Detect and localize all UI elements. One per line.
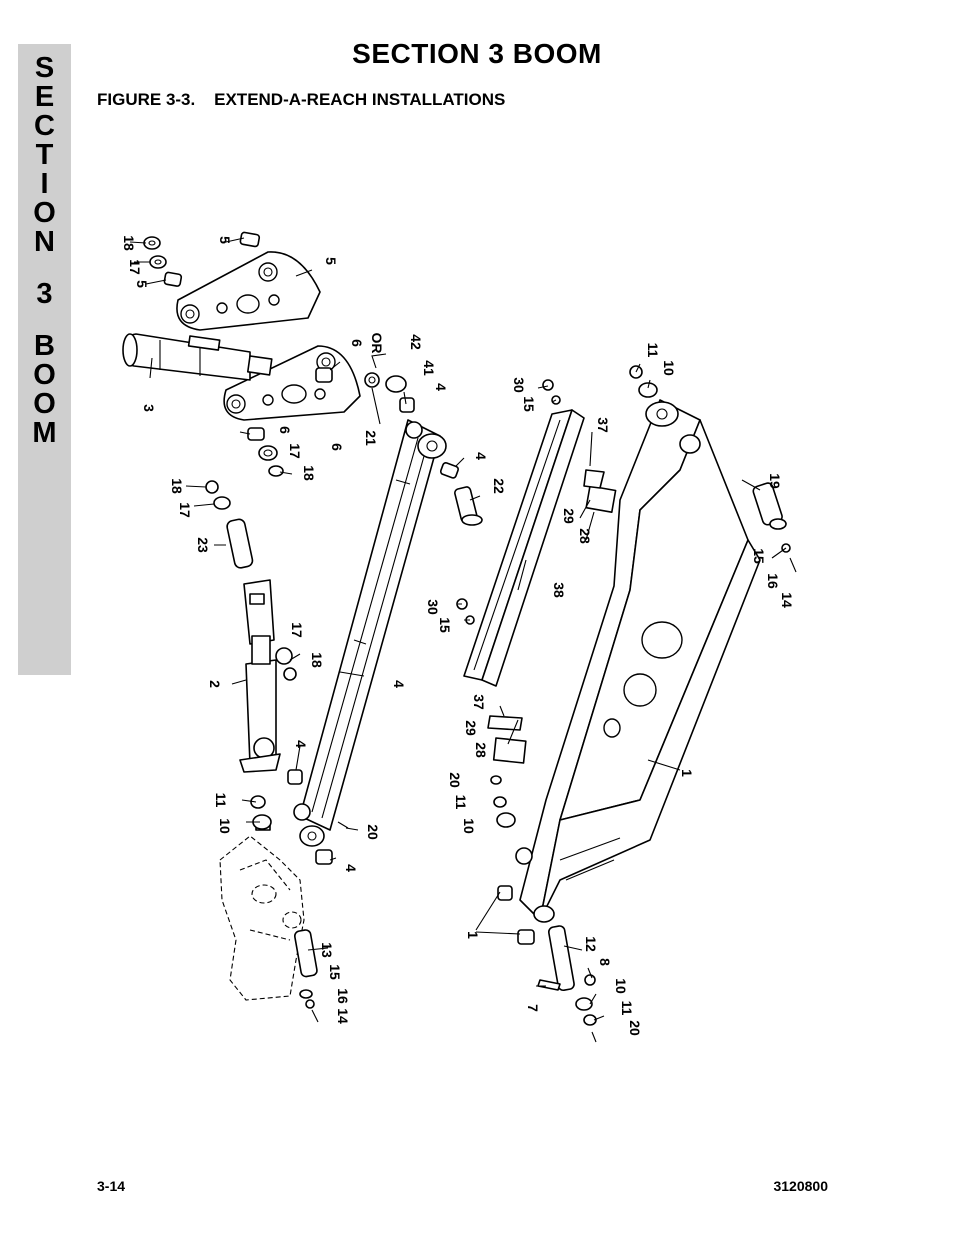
callout-label: 29 (561, 508, 577, 524)
callout-label: 37 (471, 694, 487, 710)
side-tab-letter: C (34, 110, 55, 142)
side-tab-letter: T (35, 139, 54, 171)
callout-label: 5 (217, 236, 233, 244)
callout-label: 10 (661, 360, 677, 376)
main-boom-item-1 (515, 399, 761, 923)
callout-label: 15 (437, 617, 453, 633)
document-number: 3120800 (773, 1178, 828, 1194)
channel-item-38 (463, 409, 585, 687)
callout-label: 15 (751, 548, 767, 564)
callout-label: 11 (213, 793, 229, 808)
side-tab-letter: B (34, 330, 55, 362)
callout-label: 14 (335, 1008, 351, 1024)
callout-label: 28 (577, 528, 593, 544)
callout-label: 18 (301, 465, 317, 481)
wear-pads (487, 469, 617, 764)
side-tab-letter: E (34, 81, 55, 113)
figure-title: FIGURE 3-3. EXTEND-A-REACH INSTALLATIONS (97, 90, 506, 109)
callout-label: OR (369, 333, 385, 354)
callout-label: 4 (343, 864, 359, 872)
callout-label: 17 (287, 443, 303, 459)
side-tab-letter: O (33, 359, 56, 391)
callout-label: 17 (177, 502, 193, 518)
callout-label: 11 (453, 795, 469, 810)
side-tab-letter: S (34, 52, 55, 84)
side-tab-letter: O (33, 388, 56, 420)
cylinder-item-3 (122, 333, 273, 381)
callout-label: 7 (525, 1004, 541, 1012)
callout-label: 12 (583, 936, 599, 952)
callout-label: 10 (461, 818, 477, 834)
callout-label: 1 (679, 769, 695, 777)
callout-label: 19 (767, 473, 783, 489)
leader-lines (129, 237, 787, 1021)
callout-label: 23 (195, 537, 211, 553)
callout-label: 22 (491, 478, 507, 494)
callout-label: 6 (329, 443, 345, 451)
callout-label: 10 (613, 978, 629, 994)
side-tab-letter: I (40, 168, 49, 200)
side-tab-letter: 3 (36, 278, 53, 310)
callout-label: 41 (421, 360, 437, 376)
callout-label: 29 (463, 720, 479, 736)
section-side-tab: S E C T I O N 3 B O O M (18, 44, 71, 675)
callout-label: 13 (319, 942, 335, 958)
callout-label: 1 (465, 931, 481, 939)
page-number: 3-14 (97, 1178, 126, 1194)
callout-label: 10 (217, 818, 233, 834)
callout-label: 20 (447, 772, 463, 788)
callout-label: 28 (473, 742, 489, 758)
callout-label: 38 (551, 582, 567, 598)
callout-label: 11 (619, 1001, 635, 1016)
callout-label: 15 (521, 396, 537, 412)
callout-label: 21 (363, 430, 379, 446)
callout-label: 14 (779, 592, 795, 608)
callout-label: 6 (349, 339, 365, 347)
callout-label: 5 (323, 257, 339, 265)
boom-arm-item-4 (293, 419, 447, 847)
callout-label: 20 (627, 1020, 643, 1036)
callout-label: 11 (645, 343, 661, 358)
callout-label: 8 (597, 958, 613, 966)
link-plate-upper (176, 251, 321, 331)
callout-label: 16 (765, 573, 781, 589)
callout-label: 30 (511, 377, 527, 393)
callout-label: 30 (425, 599, 441, 615)
callout-label: 2 (207, 680, 223, 688)
link-plate-lower (223, 345, 361, 421)
callout-label: 18 (169, 478, 185, 494)
callout-label: 18 (121, 235, 137, 251)
callout-label: 4 (293, 740, 309, 748)
page-title: SECTION 3 BOOM (352, 38, 602, 69)
side-tab-letter: O (33, 197, 56, 229)
callout-label: 42 (408, 334, 424, 350)
callout-label: 5 (134, 280, 150, 288)
pin-set-upper (143, 231, 415, 477)
callout-label: 3 (141, 404, 157, 412)
pin-items-22-23 (205, 462, 483, 569)
callout-label: 37 (595, 417, 611, 433)
callout-label: 6 (277, 426, 293, 434)
callout-label: 17 (127, 259, 143, 275)
callout-label: 4 (433, 383, 449, 391)
pin-item-12 (250, 365, 658, 1043)
callout-label: 16 (335, 988, 351, 1004)
cylinder-item-2 (239, 579, 303, 785)
callout-label: 18 (309, 652, 325, 668)
side-tab-letter: M (32, 417, 57, 449)
callout-label: 4 (391, 680, 407, 688)
callout-label: 17 (289, 622, 305, 638)
callout-label: 20 (365, 824, 381, 840)
side-tab-letter: N (34, 226, 55, 258)
pin-item-13 (293, 929, 319, 1023)
callout-labels: 18 17 5 5 5 3 6 OR 42 41 4 21 6 6 17 18 … (121, 235, 795, 1036)
pin-item-19 (752, 482, 797, 573)
callout-label: 15 (327, 964, 343, 980)
callout-label: 4 (473, 452, 489, 460)
